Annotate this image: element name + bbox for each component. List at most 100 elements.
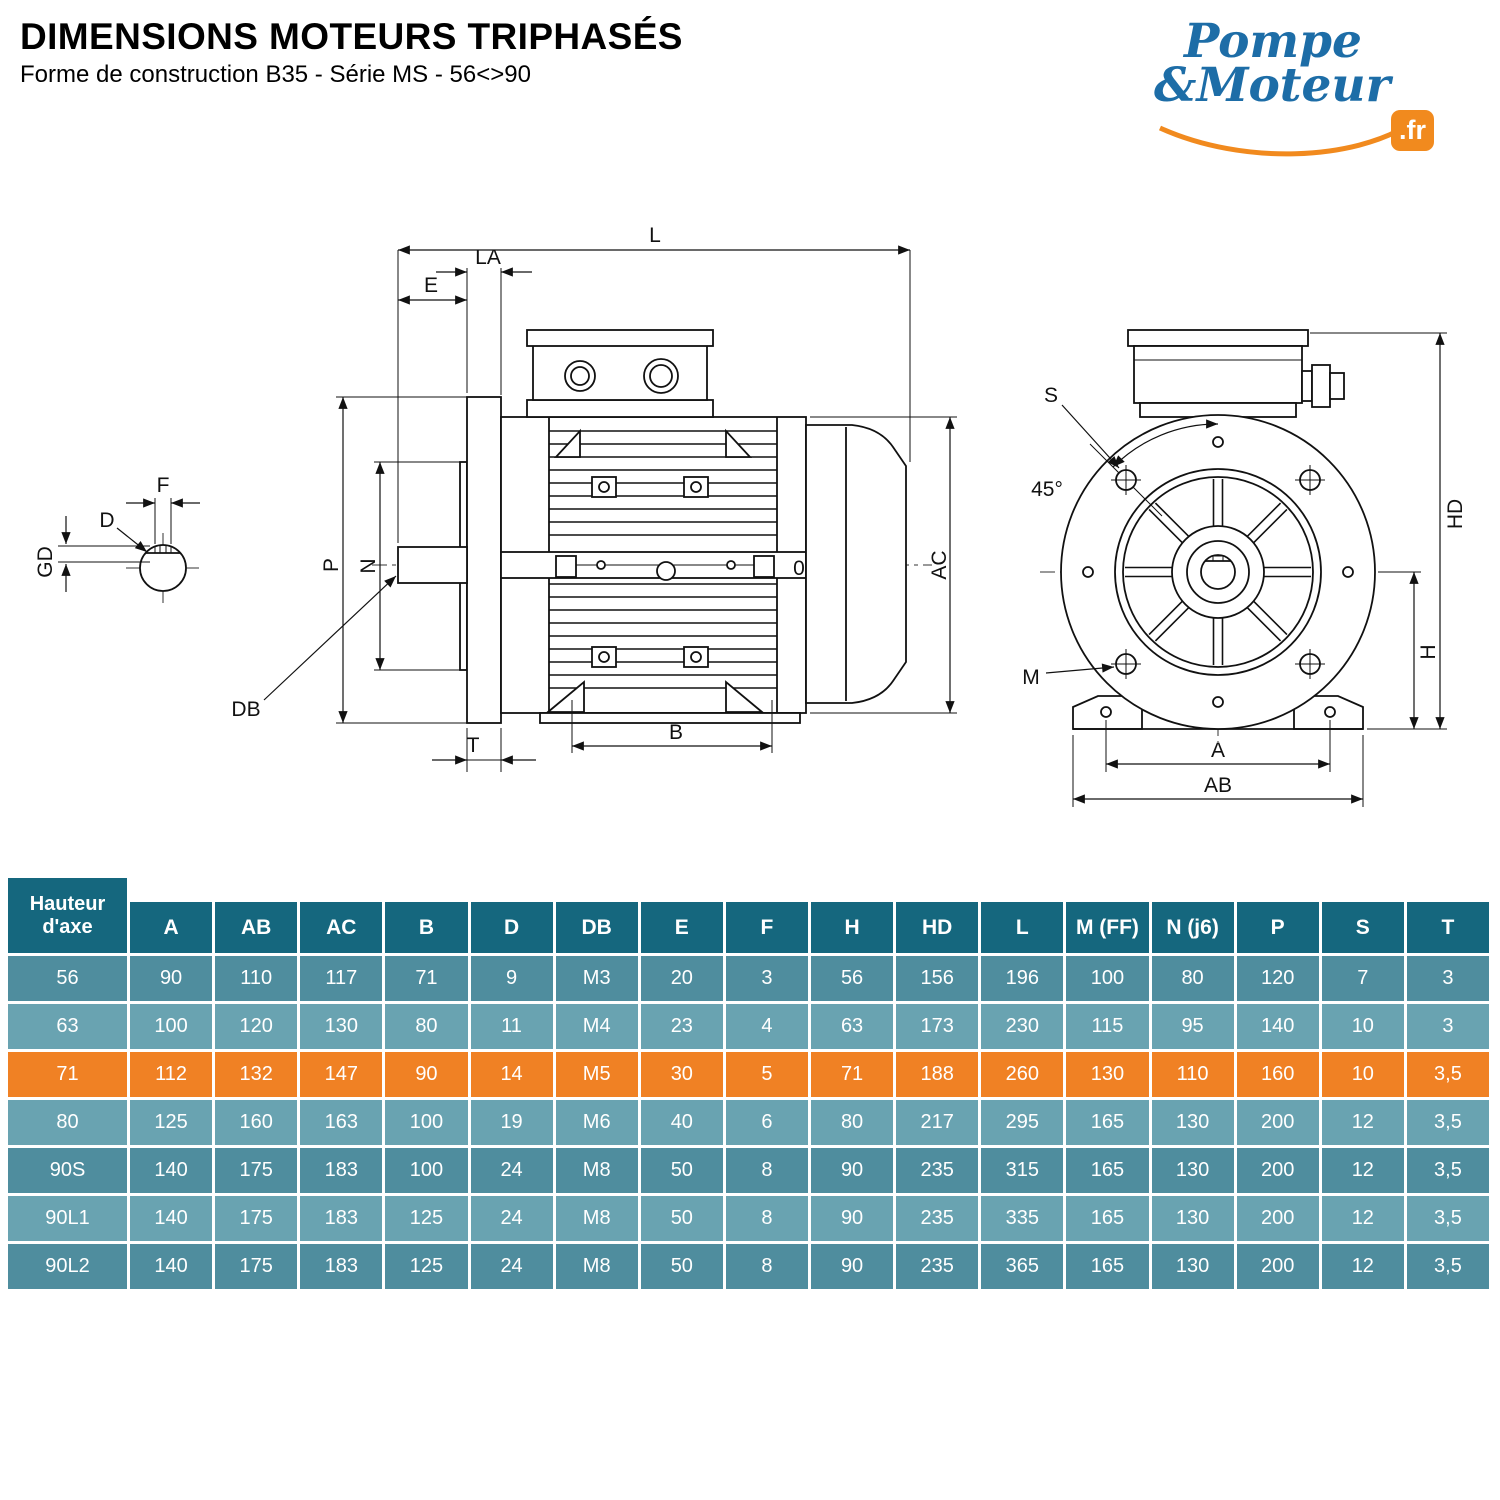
cell-63-hd: 173 bbox=[896, 1004, 982, 1052]
cell-80-f: 6 bbox=[725, 1100, 811, 1148]
cell-56-d: 9 bbox=[470, 956, 556, 1004]
column-header-e: E bbox=[640, 878, 726, 956]
cell-90l2-e: 50 bbox=[640, 1244, 726, 1292]
cell-63-f: 4 bbox=[725, 1004, 811, 1052]
cell-90l2-d: 24 bbox=[470, 1244, 556, 1292]
cell-71-ac: 147 bbox=[300, 1052, 386, 1100]
dim-label-l: L bbox=[649, 224, 661, 247]
cell-90s-p: 200 bbox=[1236, 1148, 1322, 1196]
logo-word-pompe: Pompe bbox=[1184, 14, 1362, 69]
column-header-db: DB bbox=[555, 878, 641, 956]
cell-56-s: 7 bbox=[1321, 956, 1407, 1004]
cell-56-p: 120 bbox=[1236, 956, 1322, 1004]
dim-label-h: H bbox=[1417, 644, 1440, 659]
cell-90l2-nj6: 130 bbox=[1151, 1244, 1237, 1292]
cell-71-hd: 188 bbox=[896, 1052, 982, 1100]
column-header-a: A bbox=[130, 878, 216, 956]
cell-71-s: 10 bbox=[1321, 1052, 1407, 1100]
column-header-d: D bbox=[470, 878, 556, 956]
cell-90s-db: M8 bbox=[555, 1148, 641, 1196]
row-label-56: 56 bbox=[8, 956, 130, 1004]
column-header-p: P bbox=[1236, 878, 1322, 956]
cell-90s-d: 24 bbox=[470, 1148, 556, 1196]
cell-71-b: 90 bbox=[385, 1052, 471, 1100]
cell-71-nj6: 110 bbox=[1151, 1052, 1237, 1100]
cell-90l2-h: 90 bbox=[811, 1244, 897, 1292]
column-header-s: S bbox=[1321, 878, 1407, 956]
cell-90l1-l: 335 bbox=[981, 1196, 1067, 1244]
cell-80-ac: 163 bbox=[300, 1100, 386, 1148]
cell-90l1-b: 125 bbox=[385, 1196, 471, 1244]
cell-56-nj6: 80 bbox=[1151, 956, 1237, 1004]
cell-90s-t: 3,5 bbox=[1406, 1148, 1492, 1196]
cell-80-db: M6 bbox=[555, 1100, 641, 1148]
shaft-section-drawing: F D GD bbox=[34, 474, 200, 603]
cell-90s-ab: 175 bbox=[215, 1148, 301, 1196]
cell-90s-h: 90 bbox=[811, 1148, 897, 1196]
cell-63-ab: 120 bbox=[215, 1004, 301, 1052]
cell-90s-f: 8 bbox=[725, 1148, 811, 1196]
cell-90l1-p: 200 bbox=[1236, 1196, 1322, 1244]
cell-80-ab: 160 bbox=[215, 1100, 301, 1148]
cell-63-ac: 130 bbox=[300, 1004, 386, 1052]
dim-label-n: N bbox=[357, 558, 380, 573]
cell-80-hd: 217 bbox=[896, 1100, 982, 1148]
cell-56-ac: 117 bbox=[300, 956, 386, 1004]
cell-80-h: 80 bbox=[811, 1100, 897, 1148]
cell-90l1-db: M8 bbox=[555, 1196, 641, 1244]
cell-71-db: M5 bbox=[555, 1052, 641, 1100]
cell-56-l: 196 bbox=[981, 956, 1067, 1004]
row-label-71: 71 bbox=[8, 1052, 130, 1100]
cell-90s-a: 140 bbox=[130, 1148, 216, 1196]
cell-80-l: 295 bbox=[981, 1100, 1067, 1148]
cell-71-d: 14 bbox=[470, 1052, 556, 1100]
cell-63-h: 63 bbox=[811, 1004, 897, 1052]
cell-80-nj6: 130 bbox=[1151, 1100, 1237, 1148]
column-header-ab: AB bbox=[215, 878, 301, 956]
column-header-f: F bbox=[725, 878, 811, 956]
cell-63-s: 10 bbox=[1321, 1004, 1407, 1052]
cell-56-mff: 100 bbox=[1066, 956, 1152, 1004]
logo-ampersand: & bbox=[1154, 58, 1197, 114]
column-header-l: L bbox=[981, 878, 1067, 956]
cell-63-mff: 115 bbox=[1066, 1004, 1152, 1052]
cell-63-l: 230 bbox=[981, 1004, 1067, 1052]
cell-80-d: 19 bbox=[470, 1100, 556, 1148]
row-label-80: 80 bbox=[8, 1100, 130, 1148]
cell-63-db: M4 bbox=[555, 1004, 641, 1052]
cell-90l2-ab: 175 bbox=[215, 1244, 301, 1292]
cell-80-mff: 165 bbox=[1066, 1100, 1152, 1148]
cell-63-b: 80 bbox=[385, 1004, 471, 1052]
cell-56-f: 3 bbox=[725, 956, 811, 1004]
front-view-drawing: S 45° M HD H A AB bbox=[1022, 329, 1467, 807]
cell-90s-hd: 235 bbox=[896, 1148, 982, 1196]
cell-63-d: 11 bbox=[470, 1004, 556, 1052]
dim-label-a: A bbox=[1211, 739, 1225, 762]
dim-label-d: D bbox=[99, 509, 114, 532]
logo-fr-badge: .fr bbox=[1391, 110, 1434, 151]
cell-71-mff: 130 bbox=[1066, 1052, 1152, 1100]
dim-label-db: DB bbox=[231, 698, 260, 721]
dim-label-hd: HD bbox=[1444, 499, 1467, 529]
cell-56-t: 3 bbox=[1406, 956, 1492, 1004]
cell-90l2-ac: 183 bbox=[300, 1244, 386, 1292]
column-header-b: B bbox=[385, 878, 471, 956]
dim-label-m: M bbox=[1022, 666, 1040, 689]
cell-90l2-l: 365 bbox=[981, 1244, 1067, 1292]
dim-label-p: P bbox=[320, 558, 343, 572]
cell-90s-ac: 183 bbox=[300, 1148, 386, 1196]
technical-drawings: F D GD bbox=[34, 224, 1467, 807]
dim-label-f: F bbox=[157, 474, 170, 497]
cell-90s-l: 315 bbox=[981, 1148, 1067, 1196]
cell-90l1-nj6: 130 bbox=[1151, 1196, 1237, 1244]
cell-80-b: 100 bbox=[385, 1100, 471, 1148]
cell-90l2-b: 125 bbox=[385, 1244, 471, 1292]
cell-90s-e: 50 bbox=[640, 1148, 726, 1196]
cell-80-s: 12 bbox=[1321, 1100, 1407, 1148]
cell-56-hd: 156 bbox=[896, 956, 982, 1004]
